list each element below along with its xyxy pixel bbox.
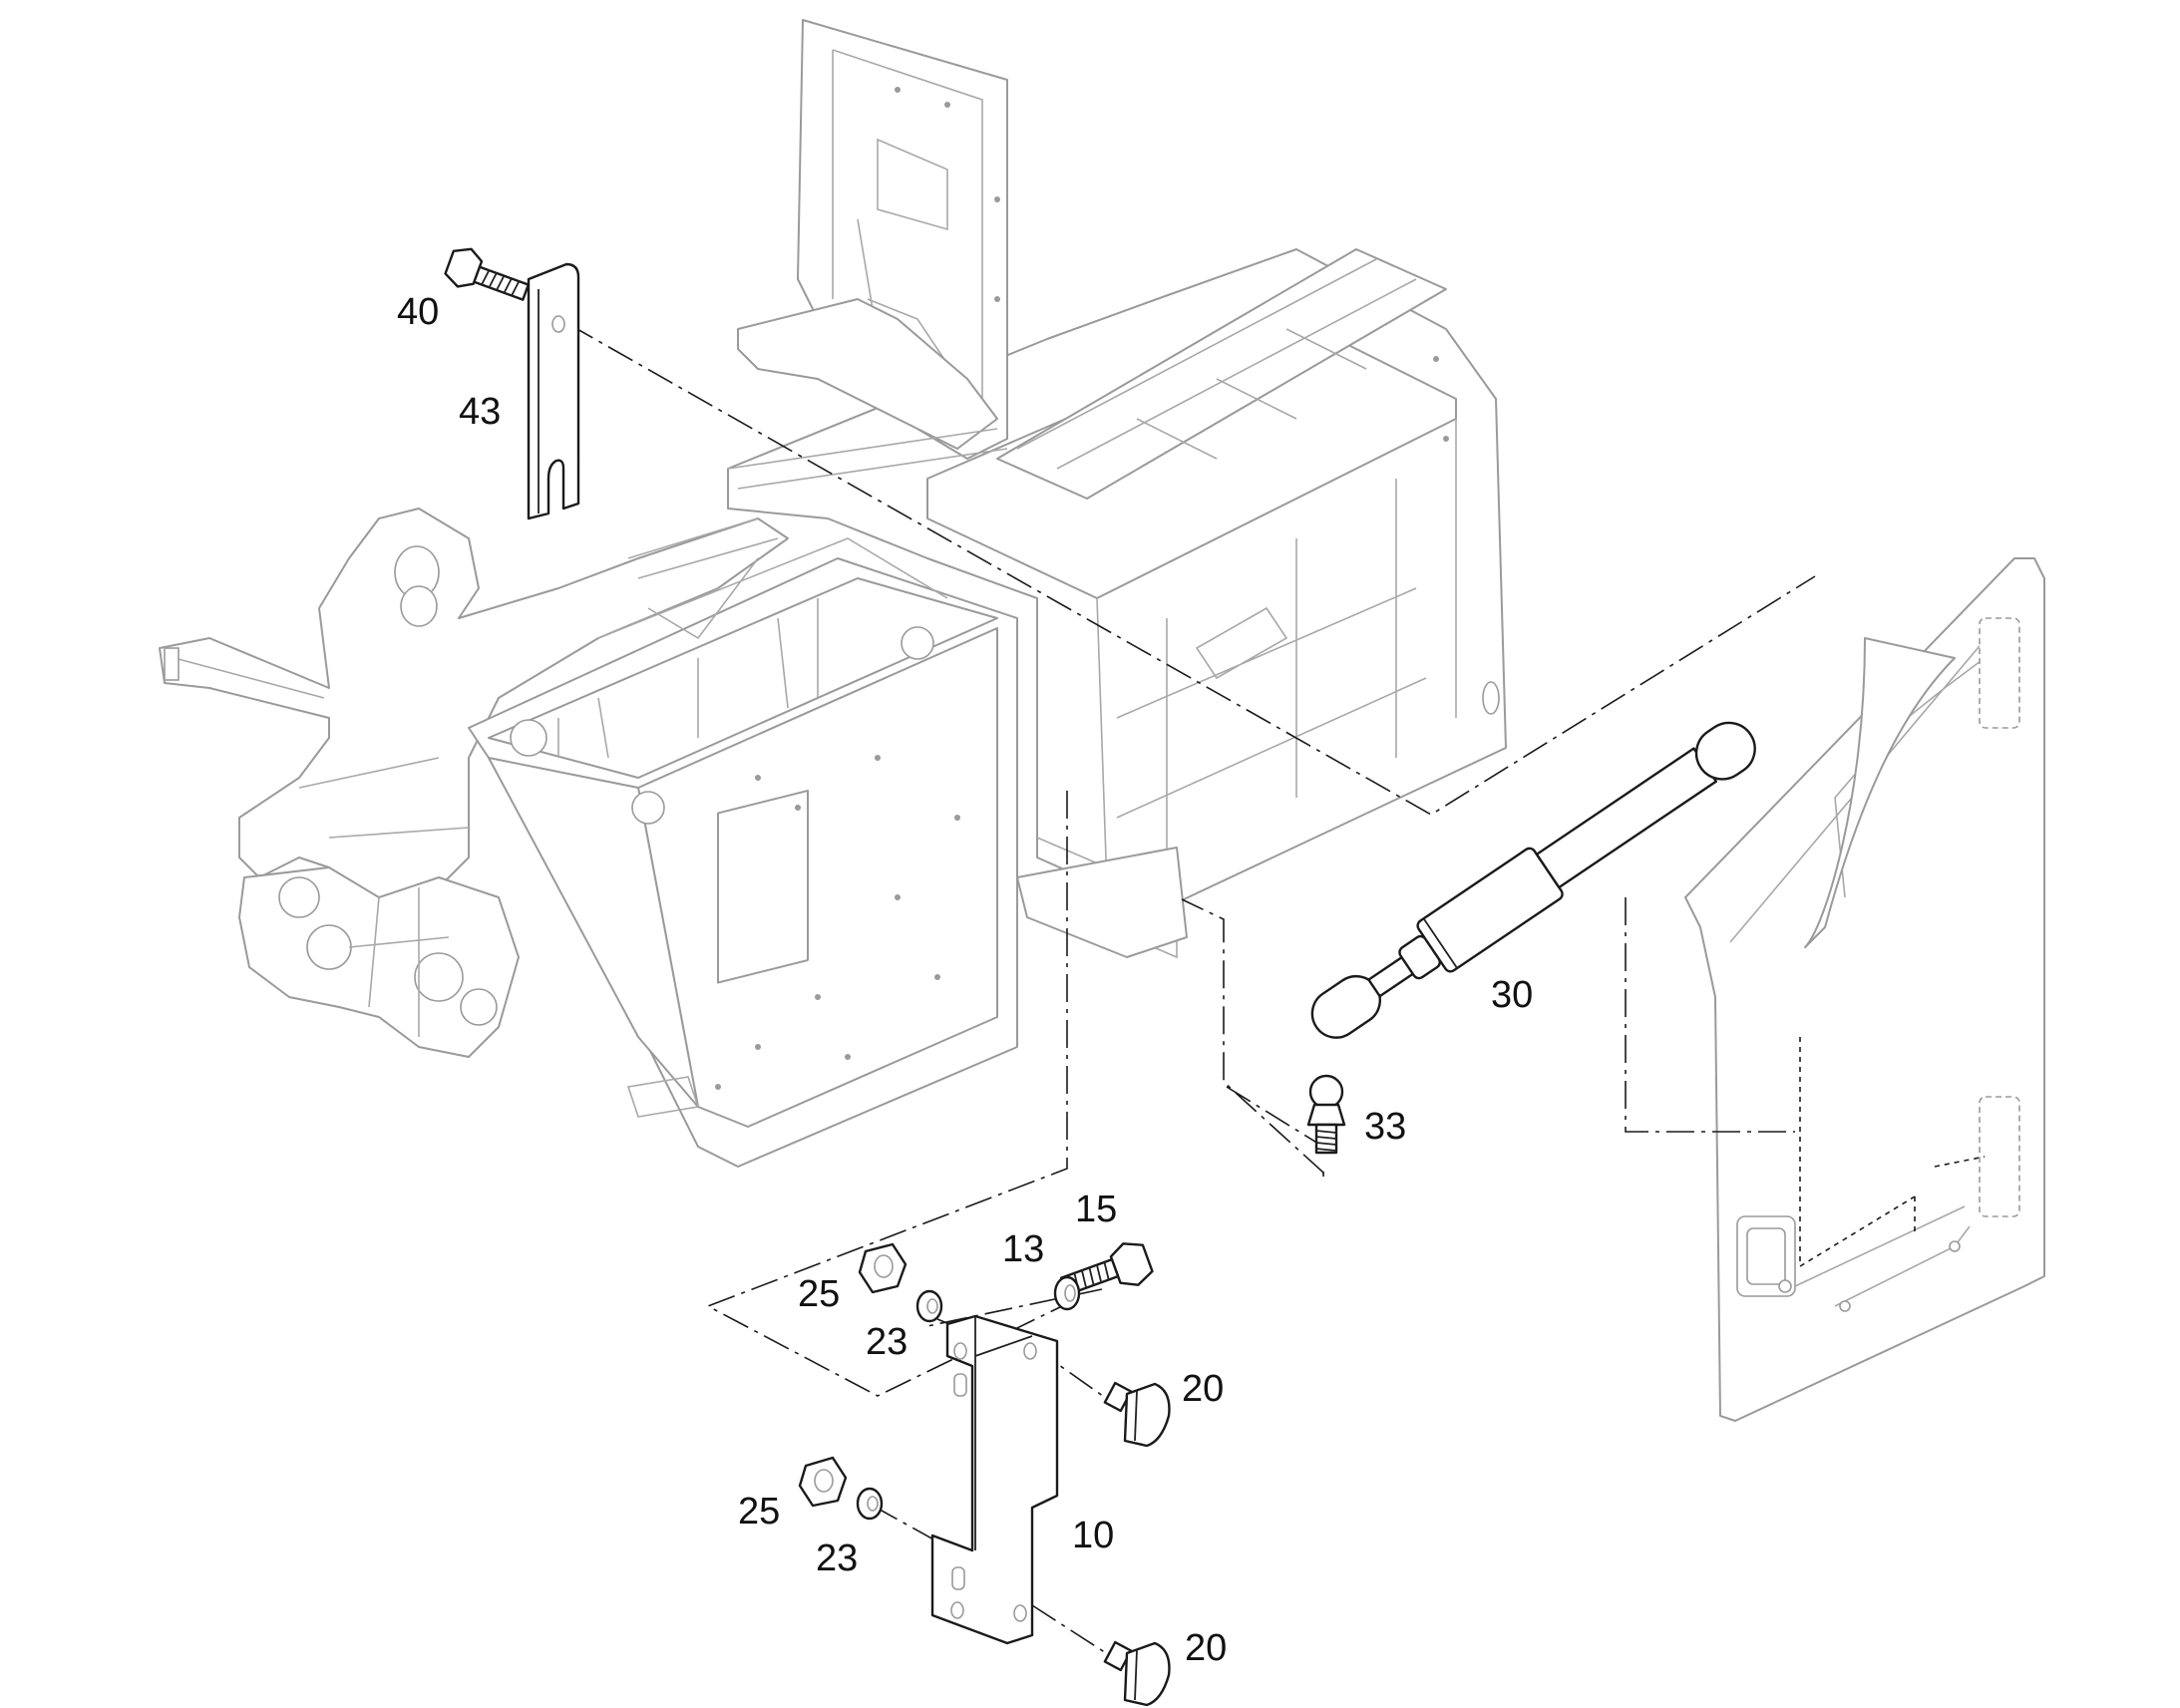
door-dotted-hinge-lines	[1799, 1037, 1986, 1267]
machine-frame	[159, 19, 1507, 1168]
callout-20-lower: 20	[1185, 1627, 1227, 1669]
callout-23-lower: 23	[816, 1537, 858, 1579]
washer-13	[1053, 1275, 1081, 1311]
bracket-10	[930, 1314, 1059, 1645]
nut-25-lower	[798, 1456, 848, 1508]
callout-15: 15	[1075, 1189, 1117, 1230]
callout-20-upper: 20	[1182, 1368, 1224, 1410]
callout-13: 13	[1002, 1228, 1044, 1270]
washer-23-lower	[856, 1487, 884, 1521]
strap-43	[527, 262, 580, 520]
washer-23-upper	[915, 1289, 943, 1323]
ball-stud-33	[1306, 1074, 1346, 1155]
callout-10: 10	[1072, 1515, 1114, 1556]
callout-23-upper: 23	[866, 1321, 908, 1363]
callout-40: 40	[397, 291, 439, 333]
callout-25-upper: 25	[798, 1273, 840, 1315]
bolt-40	[444, 247, 530, 301]
callout-30: 30	[1491, 974, 1533, 1016]
callout-33: 33	[1364, 1106, 1406, 1148]
thumb-screw-20-lower	[1103, 1640, 1171, 1707]
nut-25-upper	[858, 1242, 908, 1294]
callout-43: 43	[459, 391, 501, 433]
callout-25-lower: 25	[738, 1491, 780, 1533]
gas-strut-30	[1310, 721, 1756, 1039]
thumb-screw-20-upper	[1103, 1381, 1171, 1448]
side-door-panel	[1684, 557, 2045, 1422]
callout-labels: 40 43 30 33 15 13 25 23 20 25 23 10 20	[397, 291, 1533, 1669]
